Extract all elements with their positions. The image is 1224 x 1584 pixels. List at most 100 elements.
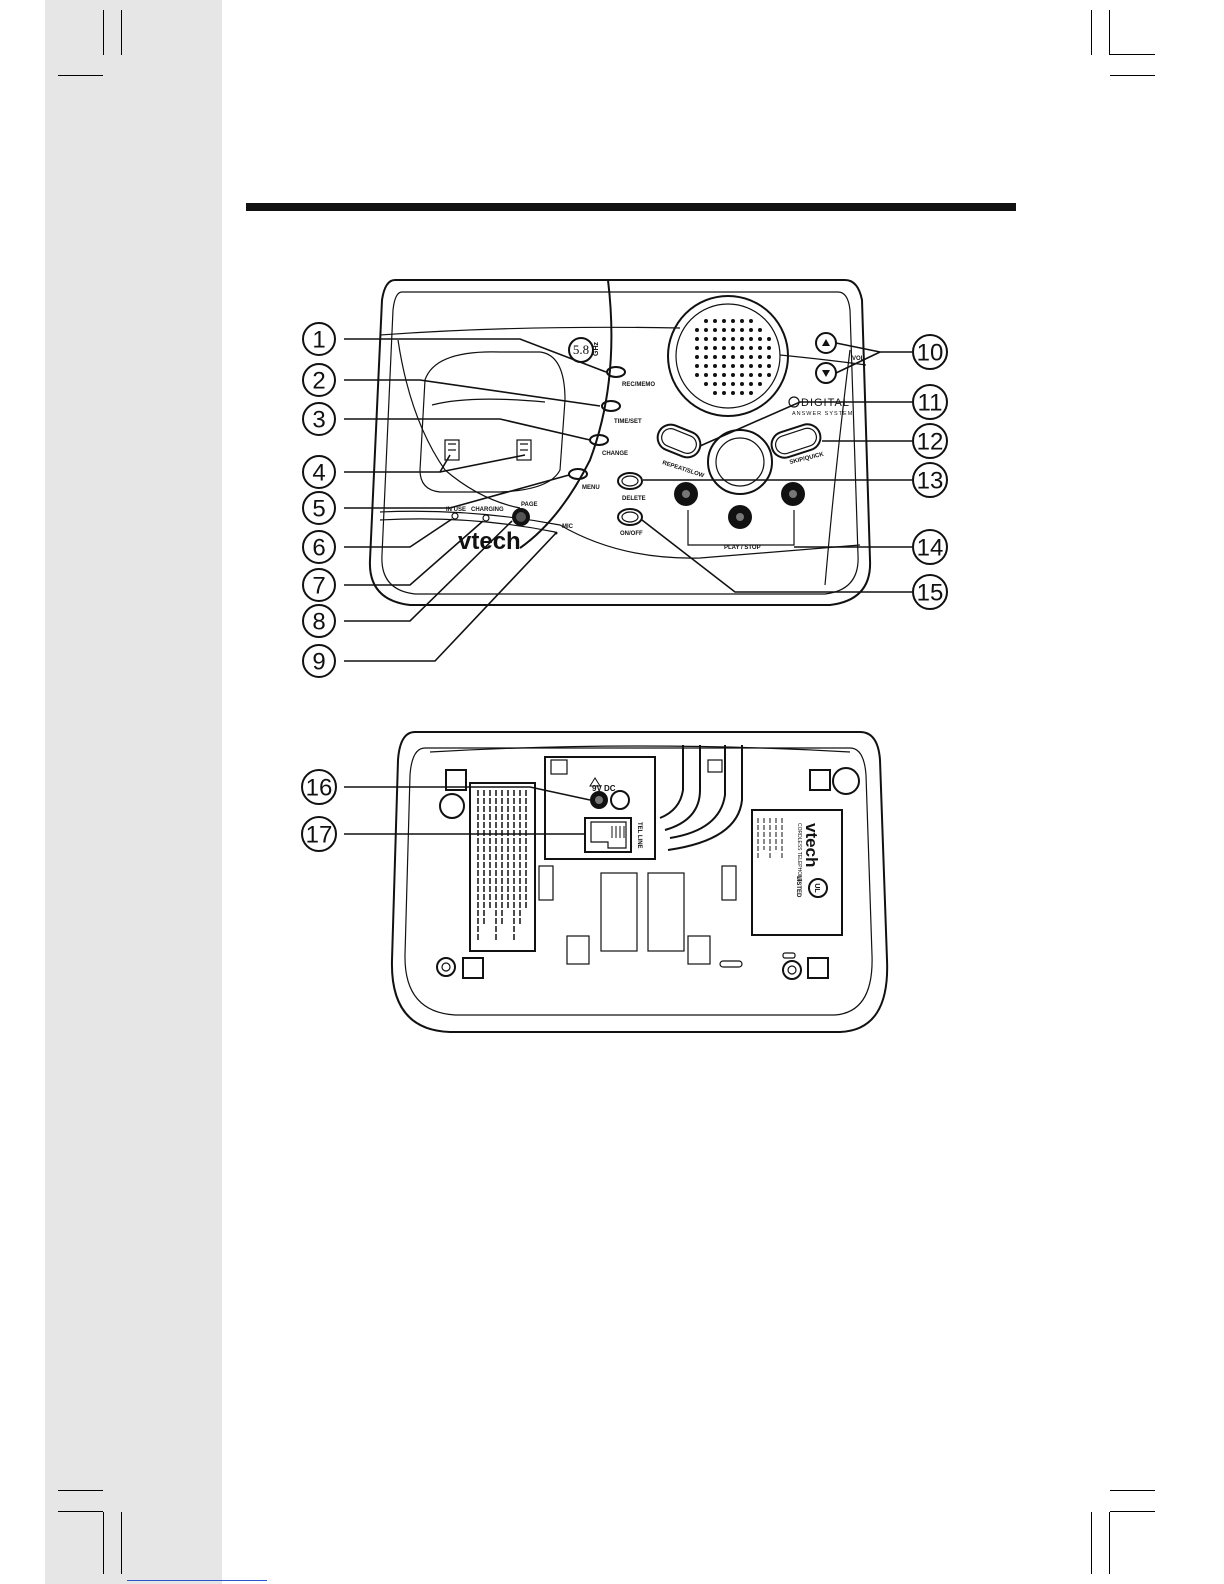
charging-light [483,515,489,521]
play-stop-knob-left[interactable] [674,482,698,506]
recess [722,866,736,900]
svg-text:5: 5 [312,496,325,523]
slot [720,961,742,967]
center-dial-inner [716,438,764,486]
recess [648,873,684,951]
play-stop-knob-center[interactable] [728,505,752,529]
center-dial [708,430,772,494]
callout-16: 16 [302,770,336,804]
callout-17: 17 [302,817,336,851]
ul-logo: UL [809,879,827,897]
volume-up-button[interactable] [816,333,836,353]
speaker-hole [731,382,735,386]
menu-button[interactable] [569,469,587,479]
mic-label: MIC [562,524,574,530]
callout-1: 1 [303,323,335,355]
answer-system-label: ANSWER SYSTEM [792,411,853,417]
delete-button[interactable] [618,473,642,489]
speaker-hole [758,373,762,377]
menu-label: MENU [582,485,600,491]
speaker-hole [713,364,717,368]
speaker-hole [695,355,699,359]
speaker-hole [740,382,744,386]
dc-power-jack[interactable] [590,791,608,809]
callout-11: 11 [913,385,947,419]
play-stop-knob-right[interactable] [781,482,805,506]
callout-3: 3 [303,403,335,435]
speaker-hole [713,382,717,386]
speaker-hole [722,391,726,395]
speaker-hole [740,346,744,350]
recess [539,866,553,900]
speaker-hole [722,364,726,368]
speaker-hole [758,355,762,359]
speaker-hole [749,328,753,332]
speaker-hole [749,391,753,395]
repeat-slow-label: REPEAT/SLOW [661,460,705,479]
recess [601,873,637,951]
speaker-hole [767,337,771,341]
speaker-hole [713,319,717,323]
repeat-slow-button[interactable] [654,421,705,462]
speaker-hole [704,355,708,359]
speaker-hole [740,364,744,368]
speaker-hole [740,337,744,341]
speaker-hole [740,328,744,332]
speaker-hole [749,382,753,386]
svg-text:7: 7 [312,573,325,600]
digital-label: DIGITAL [801,397,850,409]
callout-2: 2 [303,364,335,396]
freq-unit-label: GHz [593,342,600,357]
speaker-hole [713,355,717,359]
callout-8: 8 [303,605,335,637]
svg-text:UL: UL [813,883,820,893]
recess [688,936,710,964]
callout-14: 14 [913,530,947,564]
speaker-hole [722,373,726,377]
change-button[interactable] [590,435,608,445]
rec-memo-label: REC/MEMO [622,382,655,388]
screw-icon [437,958,455,976]
clip [708,760,722,772]
speaker-hole [722,346,726,350]
speaker-hole [749,373,753,377]
svg-text:17: 17 [306,822,333,849]
speaker-hole [713,337,717,341]
speaker-hole [704,337,708,341]
speaker-hole [722,328,726,332]
speaker-hole [695,346,699,350]
charging-label: CHARGING [471,507,504,513]
speaker-hole [704,328,708,332]
clip [551,760,567,774]
speaker-hole [731,373,735,377]
speaker-hole [704,373,708,377]
svg-text:13: 13 [917,468,944,495]
speaker-hole [722,337,726,341]
svg-text:2: 2 [312,368,325,395]
speaker-hole [722,355,726,359]
speaker-hole [713,328,717,332]
speaker-hole [731,355,735,359]
speaker-hole [704,319,708,323]
speaker-hole [749,319,753,323]
speaker-hole [767,364,771,368]
speaker-hole [767,346,771,350]
listed-label: LISTED [795,876,801,898]
speaker-hole [749,337,753,341]
page-button[interactable] [512,508,530,526]
volume-down-button[interactable] [816,363,836,383]
tel-line-jack[interactable] [585,818,631,852]
speaker-hole [731,337,735,341]
speaker-hole [722,382,726,386]
on-off-button[interactable] [618,509,642,525]
svg-text:16: 16 [306,775,333,802]
callout-12: 12 [913,424,947,458]
speaker-hole [731,328,735,332]
svg-text:8: 8 [312,609,325,636]
speaker-hole [695,337,699,341]
speaker-hole [767,373,771,377]
speaker-hole [758,346,762,350]
svg-text:10: 10 [917,340,944,367]
speaker-hole [722,319,726,323]
